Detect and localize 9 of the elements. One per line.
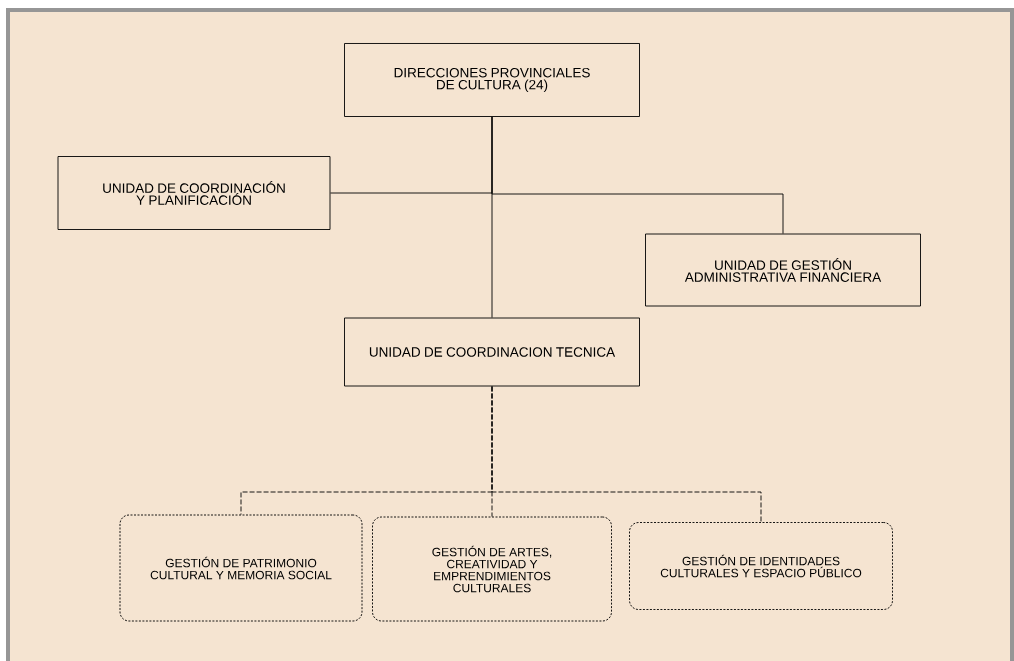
area-box: GESTIÓN DE IDENTIDADES CULTURALES Y ESPACIO PÚBLICO [629, 522, 893, 610]
unit-box: UNIDAD DE COORDINACIÓN Y PLANIFICACIÓN [57, 156, 331, 230]
connector-line [491, 116, 784, 234]
unit-box: UNIDAD DE GESTIÓN ADMINISTRATIVA FINANCIERA [645, 233, 921, 307]
unit-box: UNIDAD DE COORDINACION TECNICA [344, 317, 640, 387]
area-box: GESTIÓN DE PATRIMONIO CULTURAL Y MEMORIA SOCIAL [119, 514, 363, 622]
unit-box: DIRECCIONES PROVINCIALES DE CULTURA (24) [344, 43, 640, 117]
connector-line [491, 386, 762, 523]
area-box: GESTIÓN DE ARTES, CREATIVIDAD Y EMPRENDIMIENTOS CULTURALES [372, 516, 612, 622]
